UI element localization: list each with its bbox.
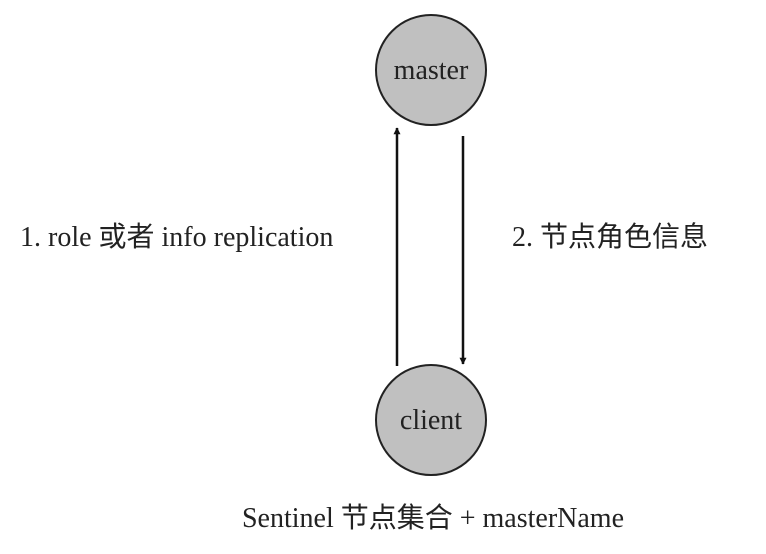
master-node: master xyxy=(375,14,487,126)
client-node-label: client xyxy=(400,405,462,436)
request-edge: 1. role 或者 info replication xyxy=(20,127,401,366)
response-edge: 2. 节点角色信息 xyxy=(459,136,708,365)
caption: Sentinel 节点集合 + masterName xyxy=(242,502,624,534)
client-node: client xyxy=(375,364,487,476)
request-label: 1. role 或者 info replication xyxy=(20,221,333,253)
master-node-label: master xyxy=(394,55,469,86)
response-label: 2. 节点角色信息 xyxy=(512,221,708,253)
master-node-circle xyxy=(375,14,487,126)
client-node-circle xyxy=(375,364,487,476)
